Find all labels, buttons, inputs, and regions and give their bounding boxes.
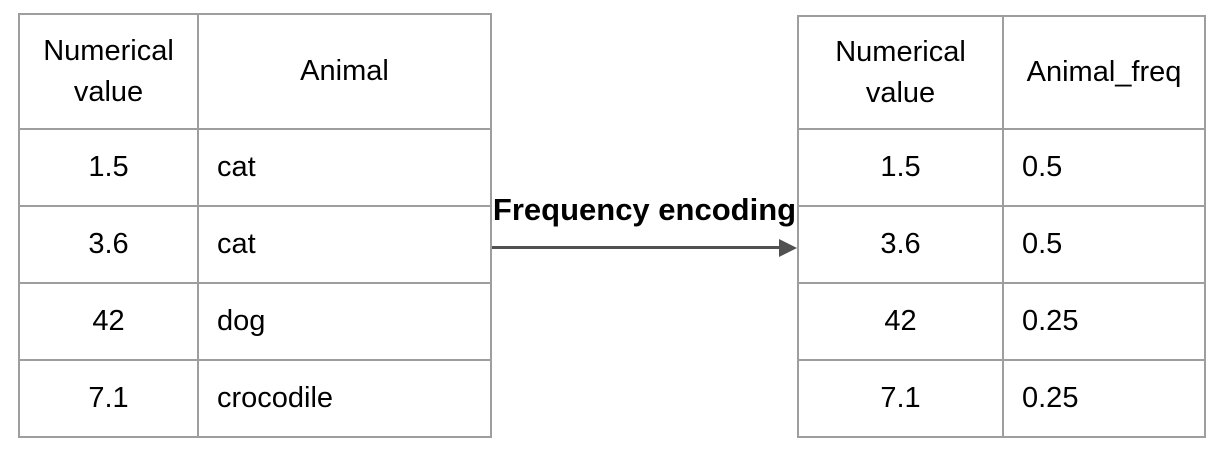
cell-numerical-value: 1.5 bbox=[18, 128, 199, 207]
cell-numerical-value: 3.6 bbox=[18, 205, 199, 284]
table-row: 1.5 0.5 bbox=[797, 128, 1206, 207]
header-numerical-value: Numerical value bbox=[18, 13, 199, 130]
table-row: 7.1 crocodile bbox=[18, 359, 492, 438]
cell-animal: dog bbox=[197, 282, 492, 361]
cell-numerical-value: 42 bbox=[18, 282, 199, 361]
table-row: 1.5 cat bbox=[18, 128, 492, 207]
cell-numerical-value: 7.1 bbox=[797, 359, 1004, 438]
arrowhead-icon bbox=[779, 238, 797, 257]
cell-numerical-value: 3.6 bbox=[797, 205, 1004, 284]
cell-numerical-value: 7.1 bbox=[18, 359, 199, 438]
source-table: Numerical value Animal 1.5 cat 3.6 cat 4… bbox=[18, 13, 492, 438]
table-row: 3.6 0.5 bbox=[797, 205, 1206, 284]
transformation-label: Frequency encoding bbox=[492, 192, 797, 227]
table-row: 3.6 cat bbox=[18, 205, 492, 284]
cell-animal: crocodile bbox=[197, 359, 492, 438]
table-header-row: Numerical value Animal bbox=[18, 13, 492, 130]
cell-animal: cat bbox=[197, 205, 492, 284]
encoded-table: Numerical value Animal_freq 1.5 0.5 3.6 … bbox=[797, 15, 1206, 438]
cell-numerical-value: 1.5 bbox=[797, 128, 1004, 207]
cell-animal-freq: 0.5 bbox=[1002, 205, 1206, 284]
header-numerical-value: Numerical value bbox=[797, 15, 1004, 130]
header-animal-freq: Animal_freq bbox=[1002, 15, 1206, 130]
table-row: 7.1 0.25 bbox=[797, 359, 1206, 438]
cell-animal-freq: 0.5 bbox=[1002, 128, 1206, 207]
table-row: 42 dog bbox=[18, 282, 492, 361]
cell-animal-freq: 0.25 bbox=[1002, 282, 1206, 361]
table-row: 42 0.25 bbox=[797, 282, 1206, 361]
right-arrow-icon bbox=[492, 238, 797, 257]
table-header-row: Numerical value Animal_freq bbox=[797, 15, 1206, 130]
cell-animal: cat bbox=[197, 128, 492, 207]
cell-numerical-value: 42 bbox=[797, 282, 1004, 361]
header-animal: Animal bbox=[197, 13, 492, 130]
cell-animal-freq: 0.25 bbox=[1002, 359, 1206, 438]
